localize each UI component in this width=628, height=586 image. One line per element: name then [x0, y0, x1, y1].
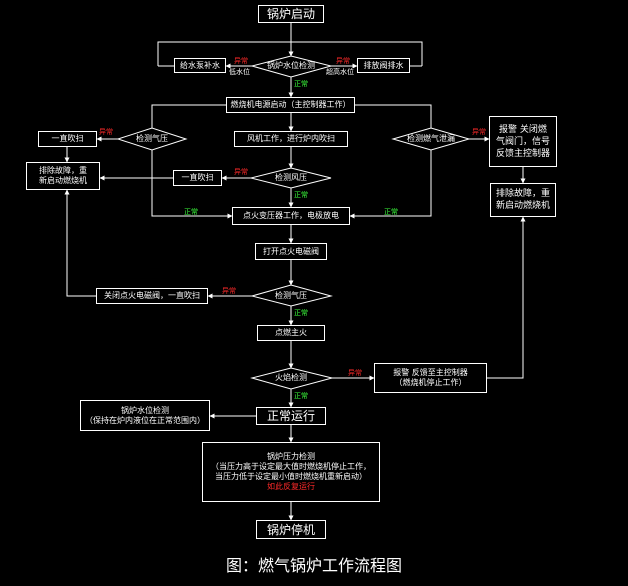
diamond-gas-leak: [391, 127, 471, 151]
figure-caption: 图：燃气锅炉工作流程图: [225, 556, 402, 575]
detect-air-pressure-1-text: 检测气压: [136, 134, 168, 143]
diamond-air-pressure-1: [116, 127, 188, 151]
ignition-transformer-box: 点火变压器工作，电极放电: [232, 207, 350, 225]
alarm-feedback-box: 报警 反馈至主控制器 （燃烧机停止工作）: [374, 363, 487, 393]
diamond-water-level: [250, 55, 333, 78]
ignite-main-fire-box: 点燃主火: [257, 325, 325, 341]
detect-gas-leak-text: 检测燃气泄漏: [407, 134, 455, 143]
label-normal-gaspress: 正常: [294, 309, 308, 317]
pressure-detect-title: 锅炉压力检测: [267, 452, 315, 461]
label-high-level: 超高水位: [326, 68, 354, 76]
label-abnormal-flame: 异常: [348, 369, 362, 377]
flame-detect-text: 火焰检测: [275, 373, 307, 382]
label-abnormal-left: 异常: [234, 57, 248, 65]
label-abnormal-gaspress: 异常: [222, 287, 236, 295]
label-normal-right-bus: 正常: [384, 208, 398, 216]
burner-start-box: 燃烧机电源启动（主控制器工作）: [226, 97, 355, 113]
normal-running-box: 正常运行: [256, 407, 326, 425]
label-abnormal-right: 异常: [336, 57, 350, 65]
detect-air-pressure-2-text: 检测风压: [275, 173, 307, 182]
purge-always-2-box: 一直吹扫: [173, 170, 222, 186]
boiler-stop-box: 锅炉停机: [256, 520, 326, 539]
label-abnormal-gas: 异常: [472, 128, 486, 136]
diamond-gas-pressure: [250, 284, 333, 307]
label-low-level: 低水位: [229, 68, 250, 76]
close-ignition-valve-box: 关闭点火电磁阀，一直吹扫: [96, 288, 208, 304]
label-abnormal-air2: 异常: [234, 168, 248, 176]
pressure-detect-box: 锅炉压力检测 （当压力高于设定最大值时燃烧机停止工作， 当压力低于设定最小值时燃…: [202, 442, 380, 502]
label-abnormal-air1: 异常: [99, 128, 113, 136]
water-level-check-text: 锅炉水位检测: [267, 61, 315, 70]
detect-gas-pressure-text: 检测气压: [275, 291, 307, 300]
pressure-detect-line2: 当压力低于设定最小值时燃烧机重新启动）: [215, 472, 367, 481]
fault-restart-1-box: 排除故障，重 新启动燃烧机: [26, 162, 100, 190]
pressure-detect-line1: （当压力高于设定最大值时燃烧机停止工作，: [211, 462, 371, 471]
open-ignition-valve-box: 打开点火电磁阀: [255, 243, 327, 260]
label-normal-air2: 正常: [294, 191, 308, 199]
feed-pump-box: 给水泵补水: [174, 58, 226, 73]
label-normal-1: 正常: [294, 80, 308, 88]
water-level-monitor-box: 锅炉水位检测 （保持在炉内液位在正常范围内）: [80, 400, 210, 431]
alarm-shutoff-box: 报警 关闭燃 气阀门，信号 反馈主控制器: [489, 116, 557, 167]
diamond-air-pressure-2: [250, 167, 332, 189]
drain-valve-box: 排放阀排水: [357, 58, 410, 73]
label-normal-left-bus: 正常: [184, 208, 198, 216]
pressure-detect-line3: 如此反复运行: [267, 482, 315, 491]
fault-restart-2-box: 排除故障，重 新启动燃烧机: [490, 183, 556, 217]
diamond-flame: [250, 367, 333, 390]
purge-always-1-box: 一直吹扫: [38, 131, 97, 147]
label-normal-flame: 正常: [294, 392, 308, 400]
fan-purge-box: 风机工作，进行炉内吹扫: [234, 131, 348, 147]
boiler-start-box: 锅炉启动: [258, 5, 324, 23]
